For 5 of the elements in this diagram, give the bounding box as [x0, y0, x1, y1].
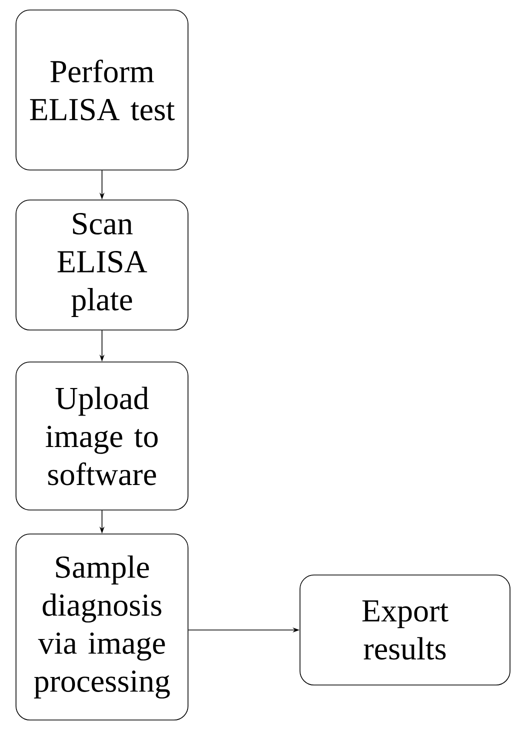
process-box: Perform ELISA test: [16, 10, 188, 170]
process-box: Scan ELISA plate: [16, 200, 188, 330]
process-box: Upload image to software: [16, 362, 188, 510]
process-box: Export results: [300, 574, 510, 686]
process-box: Sample diagnosis via image processing: [16, 534, 188, 720]
